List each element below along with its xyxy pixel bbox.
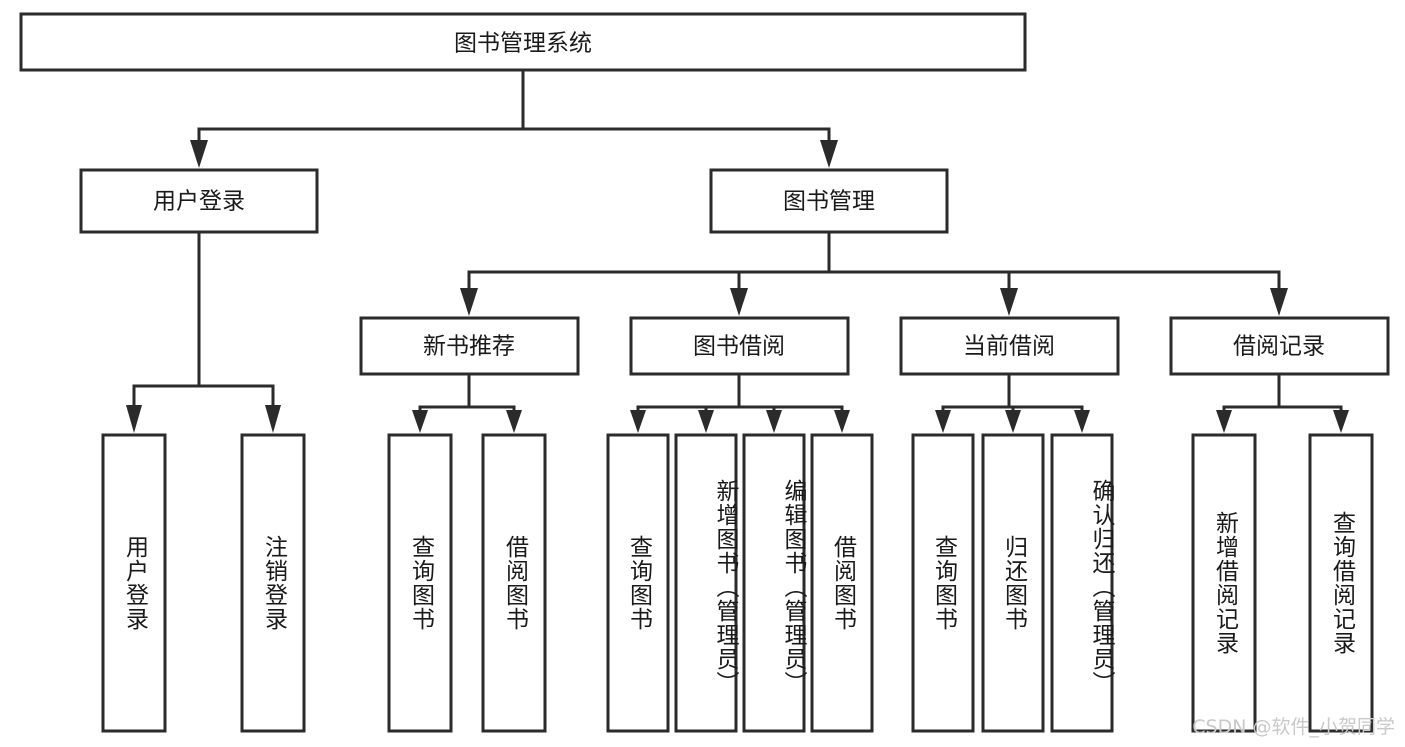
leaf-box-borrow-book[interactable] — [810, 433, 874, 733]
arrow-head-icon — [935, 410, 951, 433]
node-label-borrow-records: 借阅记录 — [1233, 334, 1325, 360]
node-new-book-recommend[interactable]: 新书推荐 — [359, 316, 580, 376]
leaf-box-edit-book-admin[interactable] — [742, 433, 806, 733]
node-label-book-management: 图书管理 — [783, 189, 875, 215]
leaf-box-add-book-admin[interactable] — [674, 433, 738, 733]
leaf-box-query-book-current[interactable] — [911, 433, 975, 733]
arrow-head-icon — [1005, 410, 1021, 433]
arrow-head-icon — [630, 410, 646, 433]
arrow-head-icon — [1074, 410, 1090, 433]
node-root-system[interactable]: 图书管理系统 — [19, 12, 1027, 72]
arrow-head-icon — [766, 410, 782, 433]
node-box-current-borrow[interactable] — [899, 316, 1120, 376]
node-book-borrow[interactable]: 图书借阅 — [629, 316, 850, 376]
leaf-box-query-borrow-record[interactable] — [1308, 433, 1374, 733]
connector-group-login — [126, 230, 281, 433]
connector-group-root — [190, 68, 838, 168]
arrow-head-icon — [506, 410, 522, 433]
arrow-head-icon — [460, 288, 478, 316]
arrow-head-icon — [1000, 288, 1018, 316]
arrow-head-icon — [1216, 410, 1232, 433]
node-box-root[interactable] — [19, 12, 1027, 72]
node-box-book-borrow[interactable] — [629, 316, 850, 376]
leaf-box-logout[interactable] — [240, 433, 306, 733]
leaf-box-return-book[interactable] — [981, 433, 1045, 733]
node-label-root: 图书管理系统 — [454, 31, 592, 57]
node-user-login[interactable]: 用户登录 — [79, 168, 319, 234]
node-label-book-borrow: 图书借阅 — [693, 334, 785, 360]
arrow-head-icon — [820, 140, 838, 168]
arrow-head-icon — [126, 405, 142, 433]
leaf-box-user-login[interactable] — [101, 433, 167, 733]
node-box-user-login[interactable] — [79, 168, 319, 234]
connector-group-borrow — [630, 372, 850, 433]
connector-group-newbook — [412, 372, 522, 433]
leaf-box-add-borrow-record[interactable] — [1191, 433, 1257, 733]
connector-group-records — [1216, 372, 1349, 433]
arrow-head-icon — [730, 288, 748, 316]
leaf-box-confirm-return-admin[interactable] — [1050, 433, 1114, 733]
node-borrow-records[interactable]: 借阅记录 — [1169, 316, 1390, 376]
leaf-box-borrow-book-rec[interactable] — [481, 433, 547, 733]
arrow-head-icon — [412, 410, 428, 433]
leaf-box-query-book-rec[interactable] — [387, 433, 453, 733]
node-box-new-book-recommend[interactable] — [359, 316, 580, 376]
arrow-head-icon — [190, 140, 208, 168]
node-box-book-management[interactable] — [709, 168, 949, 234]
connector-group-current — [935, 372, 1090, 433]
leaf-box-query-book-borrow[interactable] — [606, 433, 670, 733]
node-label-current-borrow: 当前借阅 — [963, 334, 1055, 360]
node-book-management[interactable]: 图书管理 — [709, 168, 949, 234]
connector-group-bookmgmt — [460, 230, 1288, 316]
node-current-borrow[interactable]: 当前借阅 — [899, 316, 1120, 376]
arrow-head-icon — [1270, 288, 1288, 316]
node-box-borrow-records[interactable] — [1169, 316, 1390, 376]
node-label-new-book-recommend: 新书推荐 — [423, 334, 515, 360]
arrow-head-icon — [1333, 410, 1349, 433]
arrow-head-icon — [698, 410, 714, 433]
watermark-text: CSDN @软件_小贺同学 — [1192, 716, 1395, 738]
node-label-user-login: 用户登录 — [153, 189, 245, 215]
leaf-box-group — [101, 433, 1374, 733]
arrow-head-icon — [834, 410, 850, 433]
arrow-head-icon — [265, 405, 281, 433]
